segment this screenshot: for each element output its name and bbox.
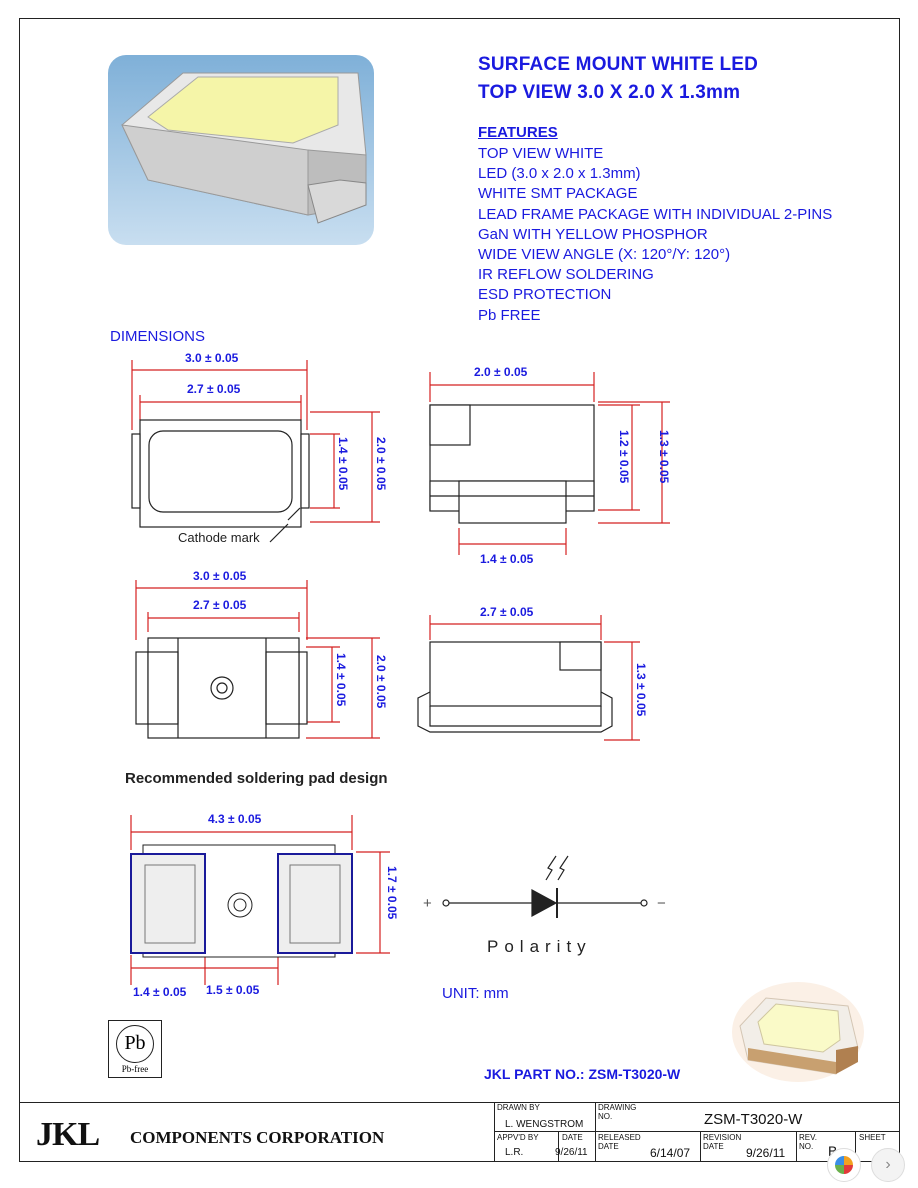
next-page-button[interactable]: › — [871, 1148, 905, 1182]
company-logo: JKL — [36, 1116, 100, 1153]
appvd-by-label: APPV'D BY — [497, 1133, 539, 1142]
feature-item: Pb FREE — [478, 306, 541, 324]
dim-bottom-inner-len: 2.7 ± 0.05 — [193, 598, 247, 612]
part-number: JKL PART NO.: ZSM-T3020-W — [484, 1066, 681, 1082]
pinwheel-icon — [835, 1156, 853, 1174]
dim-side-lead: 1.4 ± 0.05 — [480, 552, 534, 566]
dim-side-width: 2.0 ± 0.05 — [474, 365, 528, 379]
drawn-by-value: L. WENGSTROM — [505, 1119, 584, 1130]
released-label: RELEASED DATE — [598, 1133, 641, 1151]
title-line-2: TOP VIEW 3.0 X 2.0 X 1.3mm — [478, 82, 741, 103]
released-value: 6/14/07 — [650, 1146, 691, 1160]
sheet-label: SHEET — [859, 1133, 886, 1142]
soldering-heading: Recommended soldering pad design — [125, 770, 388, 787]
title-block-col — [855, 1131, 856, 1162]
pb-free-badge: Pb Pb-free — [108, 1020, 162, 1078]
dimensions-heading: DIMENSIONS — [110, 328, 206, 345]
revision-label: REVISION DATE — [703, 1133, 742, 1151]
polarity-minus: − — [657, 895, 666, 912]
title-block-col — [558, 1131, 559, 1162]
drawing-frame — [19, 18, 900, 1162]
appvd-by-value: L.R. — [505, 1147, 524, 1158]
feature-item: LED (3.0 x 2.0 x 1.3mm) — [478, 165, 641, 183]
dimension-drawings: 3.0 ± 0.05 2.7 ± 0.05 2.0 ± 0.05 1.4 ± 0… — [130, 351, 671, 999]
feature-item: GaN WITH YELLOW PHOSPHOR — [478, 225, 708, 243]
dim-bottom-outer-len: 3.0 ± 0.05 — [193, 569, 247, 583]
feature-item: TOP VIEW WHITE — [478, 145, 604, 162]
unit-label: UNIT: mm — [442, 985, 509, 1002]
dim-front-h: 1.3 ± 0.05 — [634, 663, 648, 717]
feature-item: WIDE VIEW ANGLE (X: 120°/Y: 120°) — [478, 246, 731, 264]
drawn-by-label: DRAWN BY — [497, 1103, 540, 1112]
dim-bottom-outer-h: 2.0 ± 0.05 — [374, 655, 388, 709]
drawing-no-value: ZSM-T3020-W — [704, 1111, 803, 1128]
viewer-logo-button[interactable] — [827, 1148, 861, 1182]
title-block-col — [796, 1131, 797, 1162]
features-list: TOP VIEW WHITE LED (3.0 x 2.0 x 1.3mm) W… — [478, 144, 832, 326]
title-block-grid — [494, 1102, 900, 1162]
solder-total: 4.3 ± 0.05 — [208, 812, 262, 826]
dim-top-outer-len: 3.0 ± 0.05 — [185, 351, 239, 365]
led-small-photo — [732, 982, 864, 1082]
features-heading: FEATURES — [478, 124, 558, 141]
title-block-col — [595, 1102, 596, 1162]
title-line-1: SURFACE MOUNT WHITE LED — [478, 54, 759, 75]
rev-label: REV. NO. — [799, 1133, 817, 1151]
feature-item: LEAD FRAME PACKAGE WITH INDIVIDUAL 2-PIN… — [478, 205, 833, 223]
feature-item: ESD PROTECTION — [478, 286, 612, 304]
pb-caption: Pb-free — [121, 1064, 149, 1074]
pb-symbol: Pb — [116, 1025, 154, 1063]
company-name: COMPONENTS CORPORATION — [130, 1128, 385, 1147]
feature-item: WHITE SMT PACKAGE — [478, 185, 638, 203]
appvd-date-label: DATE — [562, 1133, 583, 1142]
dim-top-inner-len: 2.7 ± 0.05 — [187, 382, 241, 396]
feature-item: IR REFLOW SOLDERING — [478, 266, 654, 284]
dim-side-h2: 1.3 ± 0.05 — [657, 430, 671, 484]
title-block-col — [700, 1131, 701, 1162]
drawing-no-label: DRAWING NO. — [598, 1103, 637, 1121]
polarity-label: Polarity — [487, 937, 592, 956]
revision-value: 9/26/11 — [746, 1146, 786, 1160]
dim-top-outer-h: 2.0 ± 0.05 — [374, 437, 388, 491]
polarity-plus: + — [423, 895, 432, 912]
chevron-right-icon: › — [885, 1156, 891, 1173]
solder-pad: 1.4 ± 0.05 — [133, 985, 187, 999]
appvd-date-value: 9/26/11 — [555, 1147, 588, 1158]
dim-side-h1: 1.2 ± 0.05 — [617, 430, 631, 484]
title-block — [19, 1102, 900, 1163]
title-block-divider — [494, 1131, 900, 1132]
solder-gap: 1.5 ± 0.05 — [206, 983, 260, 997]
dim-bottom-inner-h: 1.4 ± 0.05 — [334, 653, 348, 707]
dim-front-width: 2.7 ± 0.05 — [480, 605, 534, 619]
led-product-photo — [108, 55, 374, 245]
solder-height: 1.7 ± 0.05 — [385, 866, 399, 920]
dim-top-inner-h: 1.4 ± 0.05 — [336, 437, 350, 491]
cathode-label: Cathode mark — [178, 530, 260, 545]
